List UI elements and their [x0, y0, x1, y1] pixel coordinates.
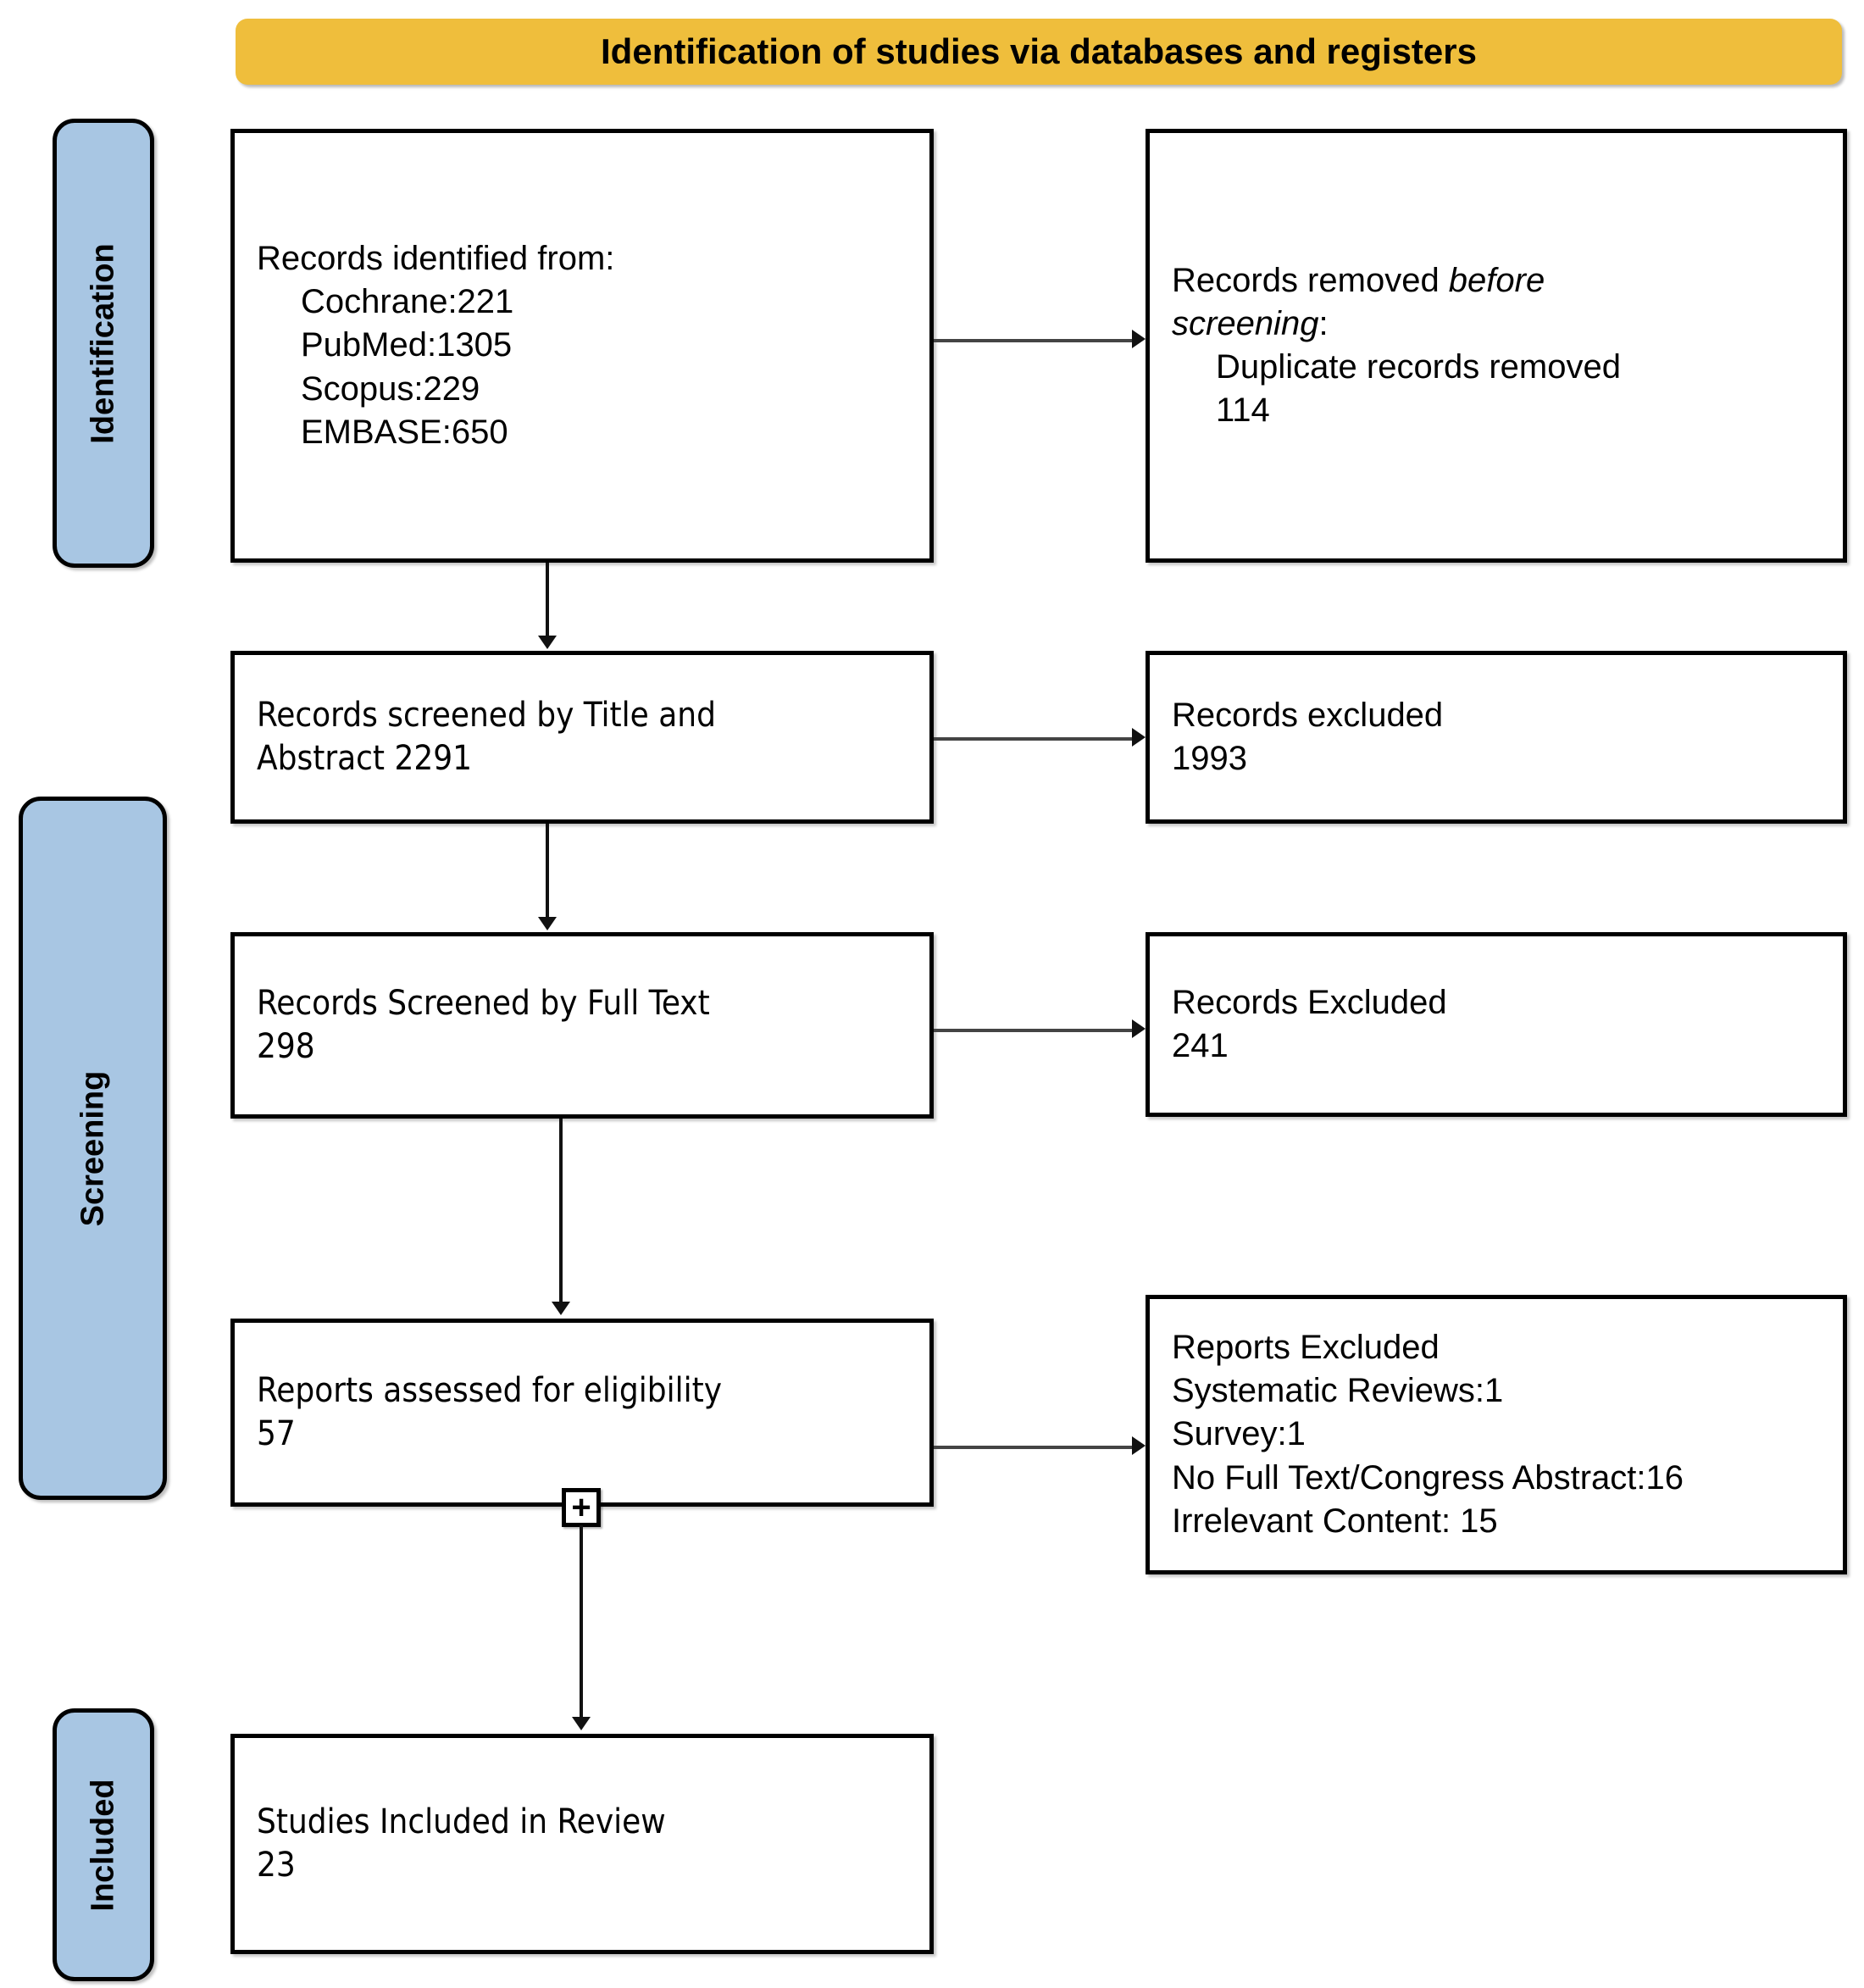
studies-included-label: Studies Included in Review — [257, 1802, 666, 1841]
records-screened-ta-line1: Records screened by Title and — [257, 695, 716, 735]
connector-eligibility-to-included — [580, 1525, 583, 1719]
arrowhead-screened-ta-to-screened-ft — [538, 917, 557, 930]
connector-screened-ft-to-eligibility — [559, 1119, 563, 1303]
reports-assessed-count: 57 — [257, 1414, 296, 1453]
arrowhead-eligibility-to-included — [572, 1717, 591, 1730]
arrowhead-eligibility-to-reports-excluded — [1132, 1436, 1146, 1455]
stage-label-identification-text: Identification — [85, 242, 121, 444]
stage-label-screening-text: Screening — [75, 1070, 111, 1226]
records-excluded-ta-label: Records excluded — [1172, 696, 1444, 734]
arrowhead-screened-ft-to-excluded-ft — [1132, 1019, 1146, 1038]
records-removed-italic-screening: screening — [1172, 304, 1319, 342]
expand-plus-marker[interactable]: + — [562, 1488, 601, 1527]
stage-label-identification: Identification — [53, 119, 154, 568]
duplicate-records-removed-count: 114 — [1216, 391, 1270, 430]
records-identified-source-embase: EMBASE:650 — [301, 413, 508, 451]
records-screened-ta-line2: Abstract 2291 — [257, 739, 473, 778]
connector-identified-to-removed — [934, 339, 1134, 342]
connector-screened-ta-to-screened-ft — [546, 824, 549, 919]
box-reports-excluded: Reports Excluded Systematic Reviews:1 Su… — [1146, 1295, 1847, 1574]
records-excluded-ft-count: 241 — [1172, 1027, 1229, 1064]
arrowhead-identified-to-screened-ta — [538, 636, 557, 649]
connector-screened-ta-to-excluded-ta — [934, 737, 1134, 741]
box-records-identified: Records identified from: Cochrane:221 Pu… — [230, 129, 934, 563]
stage-label-screening: Screening — [19, 797, 167, 1500]
box-records-screened-full-text: Records Screened by Full Text 298 — [230, 932, 934, 1119]
records-removed-colon: : — [1318, 304, 1329, 342]
reports-excluded-reason-irrelevant-content: Irrelevant Content: 15 — [1172, 1502, 1498, 1540]
stage-label-included-text: Included — [85, 1778, 121, 1912]
records-screened-ft-label: Records Screened by Full Text — [257, 983, 710, 1023]
reports-excluded-label: Reports Excluded — [1172, 1329, 1440, 1367]
box-records-excluded-title-abstract: Records excluded 1993 — [1146, 651, 1847, 824]
reports-excluded-reason-systematic-reviews: Systematic Reviews:1 — [1172, 1372, 1504, 1410]
duplicate-records-removed-label: Duplicate records removed — [1216, 348, 1621, 386]
studies-included-count: 23 — [257, 1846, 296, 1885]
box-records-excluded-full-text: Records Excluded 241 — [1146, 932, 1847, 1117]
records-screened-ft-count: 298 — [257, 1027, 315, 1066]
stage-label-included: Included — [53, 1708, 154, 1981]
connector-eligibility-to-reports-excluded — [934, 1446, 1134, 1449]
connector-screened-ft-to-excluded-ft — [934, 1029, 1134, 1032]
records-identified-title: Records identified from: — [257, 240, 615, 278]
records-removed-line2: screening: — [1172, 303, 1821, 346]
diagram-header-banner: Identification of studies via databases … — [236, 19, 1842, 85]
diagram-title: Identification of studies via databases … — [601, 31, 1477, 71]
records-excluded-ta-count: 1993 — [1172, 740, 1247, 777]
reports-excluded-reason-no-full-text: No Full Text/Congress Abstract:16 — [1172, 1458, 1684, 1497]
reports-assessed-label: Reports assessed for eligibility — [257, 1370, 723, 1410]
records-excluded-ft-label: Records Excluded — [1172, 983, 1447, 1021]
reports-excluded-reason-survey: Survey:1 — [1172, 1415, 1306, 1453]
box-records-removed-before-screening: Records removed before screening: Duplic… — [1146, 129, 1847, 563]
records-identified-source-scopus: Scopus:229 — [301, 369, 480, 408]
records-identified-source-cochrane: Cochrane:221 — [301, 283, 514, 321]
records-removed-prefix: Records removed — [1172, 261, 1449, 299]
box-studies-included-in-review: Studies Included in Review 23 — [230, 1734, 934, 1954]
box-records-screened-title-abstract: Records screened by Title and Abstract 2… — [230, 651, 934, 824]
records-identified-source-pubmed: PubMed:1305 — [301, 326, 513, 364]
arrowhead-screened-ta-to-excluded-ta — [1132, 728, 1146, 747]
records-removed-italic-before: before — [1448, 261, 1545, 299]
connector-identified-to-screened-ta — [546, 563, 549, 637]
arrowhead-screened-ft-to-eligibility — [552, 1302, 570, 1315]
arrowhead-identified-to-removed — [1132, 330, 1146, 348]
records-removed-line1: Records removed before — [1172, 259, 1821, 303]
box-reports-assessed-eligibility: Reports assessed for eligibility 57 — [230, 1319, 934, 1507]
